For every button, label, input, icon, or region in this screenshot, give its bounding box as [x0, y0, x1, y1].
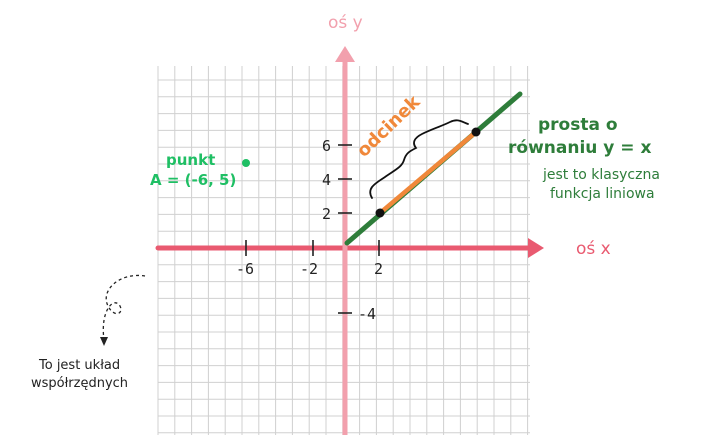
segment-endpoint: [471, 127, 481, 137]
y-tick-label: 6: [322, 137, 331, 155]
segment-endpoint: [375, 208, 385, 218]
x-tick-label: 2: [374, 260, 383, 278]
line-desc-line2: funkcja liniowa: [550, 186, 655, 202]
line-title-line1: prosta o: [538, 115, 618, 135]
y-tick-label: -4: [358, 305, 376, 323]
line-desc-line1: jest to klasyczna: [542, 167, 660, 183]
y-tick-label: 4: [322, 171, 331, 189]
point-a: [242, 159, 250, 167]
point-coords: A = (-6, 5): [150, 171, 236, 189]
arrowhead-icon: [100, 337, 108, 346]
y-tick-label: 2: [322, 205, 331, 223]
x-axis-label: oś x: [576, 239, 611, 259]
y-axis: [335, 46, 355, 435]
note-line2: współrzędnych: [31, 376, 128, 391]
y-axis-arrow-icon: [335, 46, 355, 62]
y-tick-marks: [338, 144, 352, 314]
point-label: punkt: [166, 151, 215, 169]
segment: [377, 129, 479, 216]
y-axis-label: oś y: [328, 13, 363, 33]
brace-icon: [369, 119, 469, 199]
x-tick-label: -6: [236, 260, 254, 278]
note-line1: To jest układ: [38, 358, 120, 373]
line-title-line2: równaniu y = x: [508, 138, 651, 158]
x-tick-label: -2: [300, 260, 318, 278]
dashed-arrow-icon: [102, 274, 146, 341]
x-tick-marks: [245, 240, 380, 256]
x-axis-arrow-icon: [528, 238, 544, 258]
segment-label: odcinek: [353, 91, 425, 162]
